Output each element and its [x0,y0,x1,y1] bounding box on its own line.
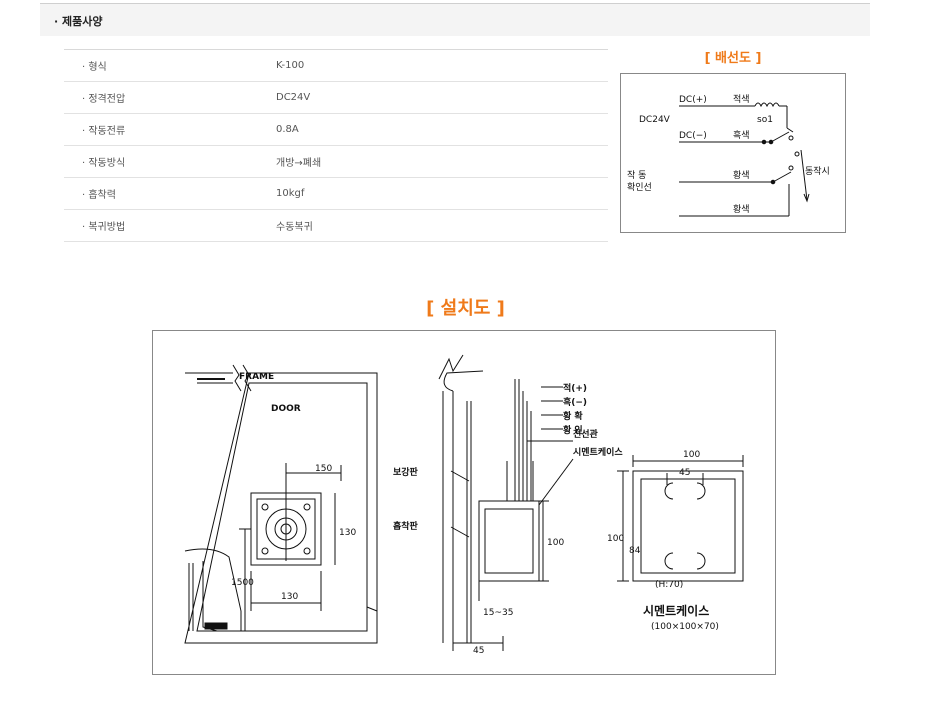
case-dim-100-top: 100 [683,450,700,460]
dim-150: 150 [315,464,332,474]
case-dim-45: 45 [679,468,690,478]
absorb-plate-label: 흡착판 [393,520,419,532]
dim-100-side: 100 [547,538,564,548]
case-dim-84: 84 [629,546,641,556]
spec-label: · 정격전압 [64,81,260,114]
wiring-dc-plus-label: DC(+) [679,95,707,105]
yellow-in-label: 황 인 [563,424,583,436]
wiring-yellow-label: 황색 [733,204,750,215]
wiring-action-check-label: 작 동 [627,170,646,181]
frame-label: FRAME [239,372,274,382]
wiring-action-check-label: 확인선 [627,181,652,193]
table-row: · 작동방식 개방→폐쇄 [64,145,608,178]
door-label: DOOR [271,404,301,414]
wiring-so1-label: so1 [757,115,773,125]
wiring-dc-minus-label: DC(−) [679,131,707,141]
dim-45-bottom: 45 [473,646,484,656]
spec-value: 개방→폐쇄 [260,145,608,178]
wiring-diagram-svg: DC(+) 적색 so1 DC24V DC(−) 흑색 황색 황색 작 동 확인… [627,93,830,217]
wiring-black-label: 흑색 [733,129,750,141]
table-row: · 작동전류 0.8A [64,113,608,146]
installation-diagram-svg: FRAME DOOR 150 130 130 1500 적(+) 흑(−) 황 … [184,354,744,656]
conduit-label: 전선관 [573,428,599,440]
spec-value: 10kgf [260,177,608,210]
reinforce-plate-label: 보강판 [393,466,419,478]
cement-case-callout: 시멘트케이스 [573,446,623,458]
spec-table: · 형식 K-100 · 정격전압 DC24V · 작동전류 0.8A · 작동… [64,49,608,242]
table-row: · 형식 K-100 [64,49,608,82]
wiring-diagram-title: [ 배선도 ] [704,51,762,66]
wiring-yellow-label: 황색 [733,170,750,181]
table-row: · 흡착력 10kgf [64,177,608,210]
case-height: (H:70) [655,580,683,590]
case-title: 시멘트케이스 [643,603,709,618]
table-row: · 정격전압 DC24V [64,81,608,114]
table-row: · 복귀방법 수동복귀 [64,209,608,242]
wiring-red-label: 적색 [733,93,750,105]
dim-15-35: 15~35 [483,608,513,618]
wiring-dc24v-label: DC24V [639,115,671,125]
spec-label: · 흡착력 [64,177,260,210]
case-dim-100-left: 100 [607,534,624,544]
spec-label: · 작동방식 [64,145,260,178]
spec-value: 0.8A [260,113,608,146]
dim-130-vertical: 130 [339,528,356,538]
dim-1500: 1500 [231,578,254,588]
spec-label: · 작동전류 [64,113,260,146]
installation-diagram: FRAME DOOR 150 130 130 1500 적(+) 흑(−) 황 … [152,330,776,675]
spec-label: · 형식 [64,49,260,82]
spec-label: · 복귀방법 [64,209,260,242]
case-size: (100×100×70) [651,622,719,632]
black-minus-label: 흑(−) [563,396,587,408]
spec-value: 수동복귀 [260,209,608,242]
spec-value: DC24V [260,81,608,114]
red-plus-label: 적(+) [563,382,587,394]
spec-section-header: · 제품사양 [40,3,870,36]
dim-130-horizontal: 130 [281,592,298,602]
wiring-diagram: DC(+) 적색 so1 DC24V DC(−) 흑색 황색 황색 작 동 확인… [620,73,846,233]
installation-diagram-title: [ 설치도 ] [426,298,505,319]
spec-value: K-100 [260,49,608,82]
spec-section-title: · 제품사양 [54,15,103,28]
yellow-check-label: 황 확 [563,410,583,422]
wiring-on-action-label: 동작시 [805,166,830,177]
